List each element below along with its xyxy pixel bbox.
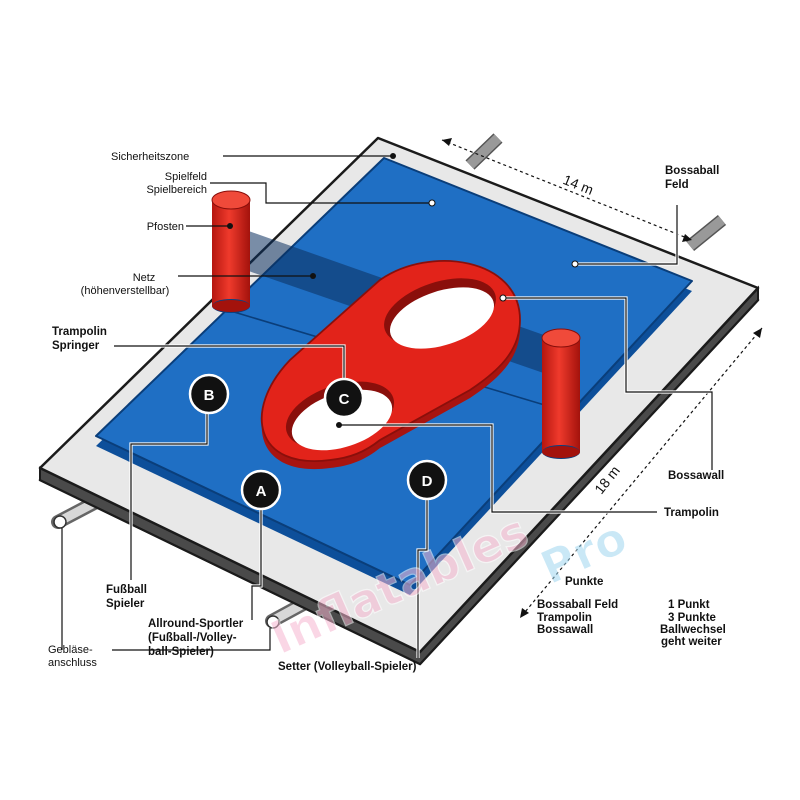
points-value-3: Ballwechsel xyxy=(660,624,726,636)
post-right xyxy=(541,328,581,459)
width-label: 14 m xyxy=(561,171,596,197)
labels: Sicherheitszone Spielfeld Spielbereich P… xyxy=(48,151,724,673)
position-marker-b: B xyxy=(188,373,230,415)
label-tramp-jumper-2: Springer xyxy=(52,340,100,352)
label-net-1: Netz xyxy=(133,272,156,284)
label-football-2: Spieler xyxy=(106,598,145,610)
label-bossaball-field-1: Bossaball xyxy=(665,165,719,177)
points-zone-3: Bossawall xyxy=(537,624,593,636)
points-title: Punkte xyxy=(565,576,603,588)
position-marker-c: C xyxy=(323,377,365,419)
blower-pipes xyxy=(51,133,727,629)
label-blower-2: anschluss xyxy=(48,657,97,669)
label-allround-2: (Fußball-/Volley- xyxy=(148,632,237,644)
points-table: Punkte Bossaball Feld 1 Punkt Trampolin … xyxy=(537,576,726,648)
label-safety-zone: Sicherheitszone xyxy=(111,151,189,163)
points-zone-2: Trampolin xyxy=(537,612,592,624)
label-allround-3: ball-Spieler) xyxy=(148,646,214,658)
label-bossawall: Bossawall xyxy=(668,470,724,482)
svg-text:C: C xyxy=(339,391,350,408)
label-tramp-jumper-1: Trampolin xyxy=(52,326,107,338)
svg-text:B: B xyxy=(204,387,215,404)
points-zone-1: Bossaball Feld xyxy=(537,599,618,611)
svg-text:D: D xyxy=(422,473,433,490)
label-trampoline: Trampolin xyxy=(664,507,719,519)
label-football-1: Fußball xyxy=(106,584,147,596)
label-allround-1: Allround-Sportler xyxy=(148,618,244,630)
position-marker-d: D xyxy=(406,459,448,501)
post-left xyxy=(211,190,251,313)
label-net-2: (höhenverstellbar) xyxy=(81,285,170,297)
leader-lines xyxy=(61,153,714,658)
label-blower-1: Gebläse- xyxy=(48,644,93,656)
label-setter: Setter (Volleyball-Spieler) xyxy=(278,661,417,673)
points-value-1: 1 Punkt xyxy=(668,599,710,611)
label-field-2: Spielbereich xyxy=(146,184,207,196)
position-marker-a: A xyxy=(240,469,282,511)
svg-text:A: A xyxy=(256,483,267,500)
bossawall xyxy=(260,260,521,470)
points-extra: geht weiter xyxy=(661,636,722,648)
label-post: Pfosten xyxy=(147,221,184,233)
points-value-2: 3 Punkte xyxy=(668,612,716,624)
label-bossaball-field-2: Feld xyxy=(665,179,689,191)
label-field-1: Spielfeld xyxy=(165,171,207,183)
